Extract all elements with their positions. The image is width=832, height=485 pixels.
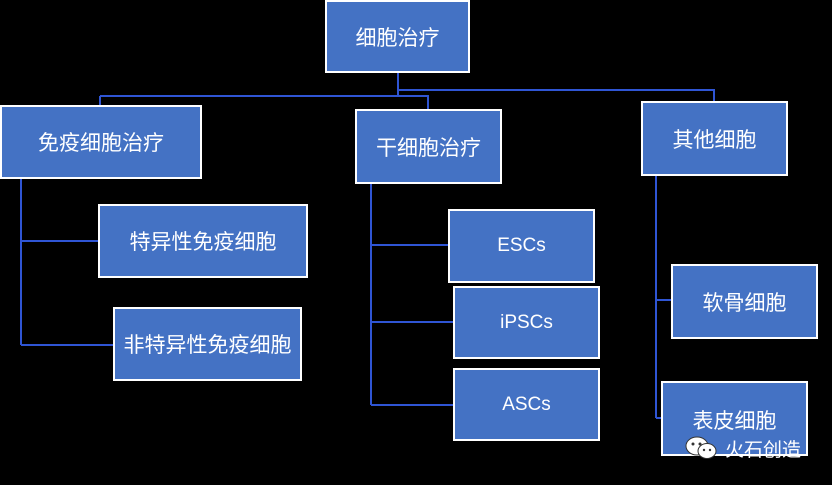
node-nonspecific-immune-cells: 非特异性免疫细胞 xyxy=(113,307,302,381)
watermark: 火石创造 xyxy=(683,432,801,464)
watermark-text: 火石创造 xyxy=(725,438,802,461)
node-immune-therapy-label: 免疫细胞治疗 xyxy=(38,131,164,155)
node-immune-therapy: 免疫细胞治疗 xyxy=(0,105,202,179)
node-ascs: ASCs xyxy=(453,368,600,441)
node-stem-cell-therapy: 干细胞治疗 xyxy=(355,109,502,184)
node-cartilage-cells: 软骨细胞 xyxy=(671,264,818,339)
node-epidermal-cells-label: 表皮细胞 xyxy=(692,409,777,433)
wechat-icon xyxy=(685,436,717,459)
node-ipscs: iPSCs xyxy=(453,286,600,359)
node-specific-immune-cells-label: 特异性免疫细胞 xyxy=(129,230,277,254)
connector-root-right xyxy=(397,72,715,102)
node-other-cells: 其他细胞 xyxy=(641,101,788,176)
node-root-label: 细胞治疗 xyxy=(355,25,440,50)
node-ascs-label: ASCs xyxy=(502,393,551,415)
connector-to-stem xyxy=(398,95,429,110)
node-specific-immune-cells: 特异性免疫细胞 xyxy=(98,204,308,278)
node-stem-cell-therapy-label: 干细胞治疗 xyxy=(376,135,481,160)
node-other-cells-label: 其他细胞 xyxy=(672,127,757,152)
node-escs-label: ESCs xyxy=(497,235,546,256)
node-cartilage-cells-label: 软骨细胞 xyxy=(702,290,787,315)
node-ipscs-label: iPSCs xyxy=(500,311,553,333)
node-escs: ESCs xyxy=(448,209,595,283)
node-root: 细胞治疗 xyxy=(325,0,470,73)
node-nonspecific-immune-cells-label: 非特异性免疫细胞 xyxy=(123,333,292,357)
